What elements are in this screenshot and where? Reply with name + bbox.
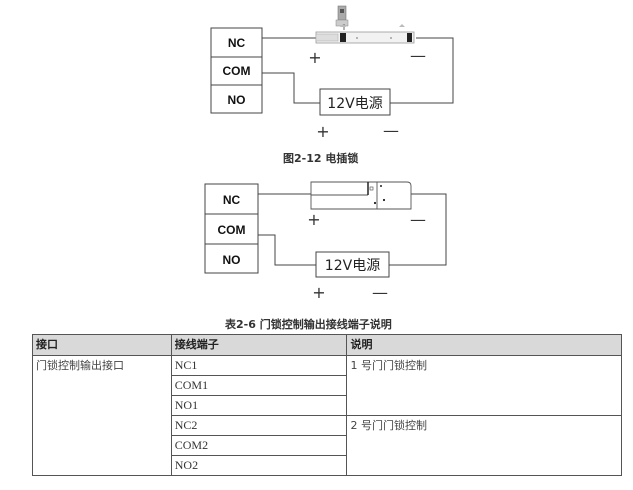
wiring: [262, 37, 454, 104]
lock-minus-sign: —: [410, 210, 426, 229]
terminal-nc-label: NC: [223, 193, 241, 207]
lock-minus-sign: —: [410, 46, 426, 65]
terminal-cell: COM1: [170, 375, 348, 396]
electric-bolt-lock-icon: [315, 5, 415, 44]
table-header-row: 接口 接线端子 说明: [32, 334, 622, 356]
table-row: COM2: [33, 435, 622, 456]
table-caption: 表2-6 门锁控制输出接线端子说明: [225, 318, 392, 331]
lock-plus-sign: +: [307, 210, 320, 229]
terminal-cell: NO1: [170, 395, 348, 416]
return-wire: [390, 37, 454, 104]
terminal-no-label: NO: [228, 93, 246, 107]
door-lock-terminal-table: 接口 接线端子 说明 门锁控制输出接口 NC1 1 号门门锁控制 COM1 NO…: [32, 334, 622, 476]
power-supply-box: [319, 88, 391, 116]
terminal-cell: NO2: [170, 455, 348, 476]
header-description: 说明: [346, 334, 622, 356]
terminal-block-frame: [210, 27, 263, 114]
figure-lock-wiring-diagram-2: NC COM NO + — 12V电源 + —: [204, 181, 447, 302]
terminal-cell: NC1: [170, 355, 348, 376]
figure-caption: 图2-12 电插锁: [283, 152, 359, 165]
header-terminal: 接线端子: [170, 334, 348, 356]
terminal-cell: NC2: [170, 415, 348, 436]
wiring: [258, 193, 447, 266]
terminal-block: [204, 183, 259, 274]
return-wire: [389, 193, 447, 266]
terminal-block: [210, 27, 263, 114]
header-interface: 接口: [32, 334, 172, 356]
interface-cell: 门锁控制输出接口: [32, 355, 172, 476]
terminal-nc-label: NC: [228, 36, 246, 50]
psu-minus-sign: —: [383, 121, 399, 140]
terminal-com-label: COM: [223, 64, 251, 78]
lock-body-icon: [310, 181, 412, 210]
power-supply-label: 12V电源: [325, 258, 380, 274]
power-supply-box: [315, 251, 390, 278]
com-wire: [262, 72, 320, 104]
psu-plus-sign: +: [316, 122, 329, 141]
power-supply-label: 12V电源: [327, 96, 382, 112]
lock-plus-sign: +: [308, 48, 321, 67]
terminal-com-label: COM: [218, 223, 246, 237]
description-cell: 1 号门门锁控制: [346, 355, 622, 416]
table-row: NC2 2 号门门锁控制: [33, 415, 622, 476]
psu-plus-sign: +: [312, 283, 325, 302]
table-row: 门锁控制输出接口 NC1 1 号门门锁控制: [32, 355, 622, 476]
terminal-no-label: NO: [223, 253, 241, 267]
figure-electric-bolt-lock-diagram: NC COM NO + — 12V电源 + —: [210, 5, 454, 141]
table-row: NO2: [33, 455, 622, 476]
terminal-cell: COM2: [170, 435, 348, 456]
com-wire: [258, 234, 316, 266]
psu-minus-sign: —: [372, 283, 388, 302]
terminal-block-frame: [204, 183, 259, 274]
description-cell: 2 号门门锁控制: [346, 415, 622, 476]
